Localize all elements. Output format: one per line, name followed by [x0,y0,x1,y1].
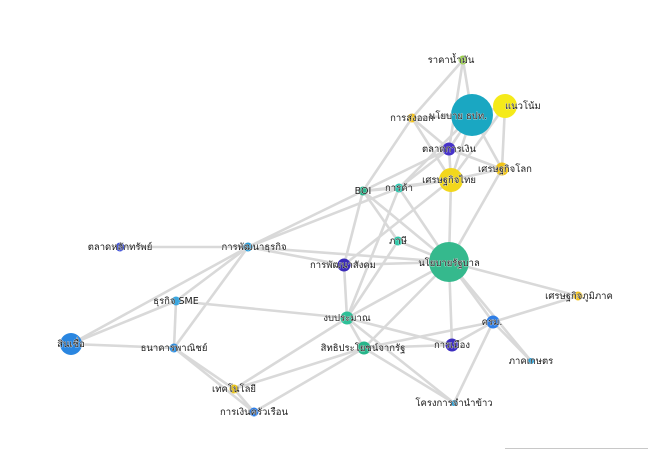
edge-trade-biz_dev [246,186,401,249]
edge-rice_project-cabinet [452,320,495,405]
edge-cabinet-gov_rights [362,320,495,350]
edge-biz_dev-social_dev [246,245,346,267]
node-label-stock-market: ตลาดหลักทรัพย์ [88,241,153,253]
node-policy-boj[interactable] [451,94,493,136]
node-sme[interactable] [171,296,181,306]
node-biz-dev[interactable] [243,242,253,252]
node-label-gov-rights: สิทธิประโยชน์จากรัฐ [320,342,405,354]
node-label-politics: การเมือง [434,340,470,351]
edge-thai_econ-social_dev [342,178,453,267]
edge-trend-thai_econ [449,104,507,182]
edge-boi-trade [361,186,401,193]
edge-gov_policy-biz_dev [246,245,451,264]
edge-trade-budget [345,186,401,320]
node-household-finance[interactable] [249,407,259,417]
node-label-household-finance: การเงินครัวเรือน [220,407,288,418]
node-label-world-econ: เศรษฐกิจโลก [478,163,532,175]
edge-gov_policy-gov_rights [362,260,451,350]
node-tax[interactable] [393,236,403,246]
edge-money_market-trade [397,147,451,190]
edge-budget-politics [345,316,454,347]
node-regional-econ[interactable] [573,291,583,301]
node-thai-econ[interactable] [439,168,463,192]
node-world-econ[interactable] [495,162,509,176]
edge-export-money_market [410,116,451,151]
node-label-budget: งบประมาณ [323,313,371,324]
edge-export-thai_econ [410,116,453,182]
edge-biz_dev-sme [174,245,250,303]
edge-sme-budget [174,299,349,320]
edge-boi-biz_dev [246,189,365,249]
node-label-cabinet: ครม. [482,317,503,328]
node-label-money-market: ตลาดการเงิน [422,144,477,155]
edge-export-boi [361,116,414,193]
edge-biz_dev-credit [69,245,250,346]
node-social-dev[interactable] [337,258,351,272]
node-politics[interactable] [445,338,459,352]
node-label-policy-boj: นโยบาย ธปท. [429,110,487,122]
node-label-export: การส่งออก [390,113,434,124]
node-oil-price[interactable] [458,55,468,65]
edge-money_market-world_econ [447,147,504,171]
edge-money_market-boi [361,147,451,193]
node-label-rice-project: โครงการจำนำข้าว [415,397,492,409]
node-label-gov-policy: นโยบายรัฐบาล [418,257,480,269]
node-label-credit: สินเชื่อ [57,337,85,350]
edge-gov_policy-regional_econ [447,260,580,298]
edge-cabinet-regional_econ [491,294,580,324]
node-agriculture[interactable] [528,358,534,364]
edge-technology-budget [232,316,349,391]
node-cabinet[interactable] [486,315,500,329]
node-trade[interactable] [394,183,404,193]
edge-commercial_bank-household_finance [172,346,256,414]
node-label-technology: เทคโนโลยี [212,383,256,395]
edge-household_finance-gov_rights [252,346,366,414]
node-stock-market[interactable] [115,242,125,252]
node-credit[interactable] [60,333,82,355]
edge-budget-rice_project [345,316,456,405]
node-boi[interactable] [358,186,368,196]
node-label-tax: ภาษี [389,235,407,247]
node-label-trend: แนวโน้ม [505,100,541,112]
edge-technology-household_finance [232,387,256,414]
node-label-regional-econ: เศรษฐกิจภูมิภาค [545,291,613,302]
bottom-divider [505,448,648,449]
node-label-agriculture: ภาคเกษตร [509,356,554,367]
node-commercial-bank[interactable] [169,343,179,353]
node-layer [60,55,583,417]
edge-cabinet-agriculture [491,320,533,363]
node-label-commercial-bank: ธนาคารพาณิชย์ [141,342,208,354]
edge-cabinet-politics [450,320,495,347]
node-gov-policy[interactable] [429,242,469,282]
node-label-trade: การค้า [385,183,413,194]
node-label-thai-econ: เศรษฐกิจไทย [422,174,476,186]
node-rice-project[interactable] [451,400,457,406]
node-budget[interactable] [340,311,354,325]
node-gov-rights[interactable] [357,341,371,355]
node-label-boi: BOI [355,186,372,197]
node-label-social-dev: การพัฒนาสังคม [310,260,376,271]
edge-gov_policy-agriculture [447,260,533,363]
edge-gov_rights-rice_project [362,346,456,405]
node-export[interactable] [407,113,417,123]
edge-credit-commercial_bank [69,342,176,350]
edge-social_dev-budget [342,263,349,320]
node-technology[interactable] [229,384,239,394]
edge-politics-gov_rights [362,343,454,350]
edge-biz_dev-commercial_bank [172,245,250,350]
node-label-biz-dev: การพัฒนาธุรกิจ [221,242,286,253]
node-label-sme: ธุรกิจ SME [153,296,198,307]
edge-technology-gov_rights [232,346,366,391]
node-label-oil-price: ราคาน้ำมัน [428,53,475,66]
edge-tax-budget [345,239,400,320]
edge-sme-credit [69,299,178,346]
edge-oil_price-export [410,58,465,120]
node-trend[interactable] [493,94,517,118]
edge-sme-commercial_bank [172,299,178,350]
node-money-market[interactable] [442,142,456,156]
